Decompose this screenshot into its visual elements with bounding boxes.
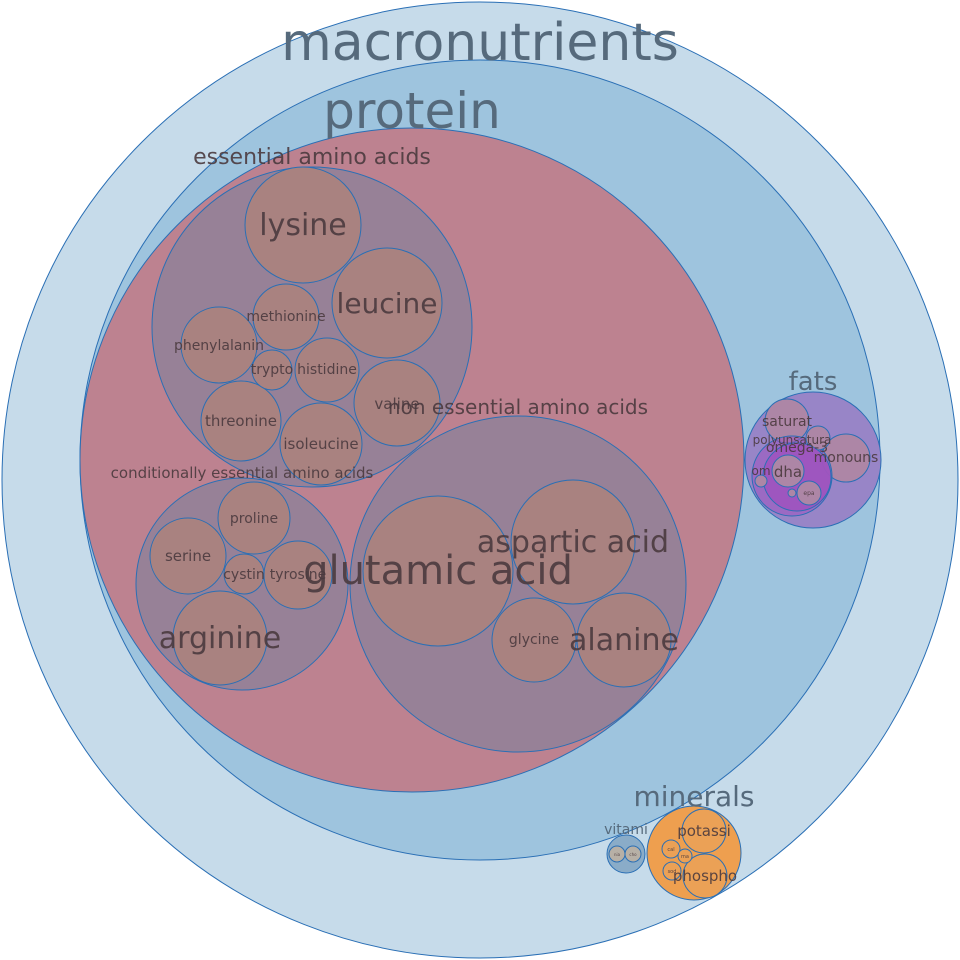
magnesium-label: ma bbox=[681, 854, 689, 860]
dha-bubble bbox=[771, 454, 805, 488]
cystine-label: cystin bbox=[223, 567, 265, 583]
valine-label: valine bbox=[374, 395, 419, 413]
lysine-label: lysine bbox=[259, 208, 347, 243]
alanine-label: alanine bbox=[569, 623, 679, 658]
omega6-bubble bbox=[754, 474, 768, 488]
omega6-label: om bbox=[751, 464, 770, 478]
serine-label: serine bbox=[165, 547, 211, 565]
threonine-bubble bbox=[200, 380, 282, 462]
histidine-label: histidine bbox=[297, 362, 357, 378]
serine-bubble bbox=[149, 517, 227, 595]
histidine-bubble bbox=[294, 337, 360, 403]
arginine-bubble bbox=[172, 590, 268, 686]
cystine-bubble bbox=[223, 553, 265, 595]
phenylalanine-label: phenylalanin bbox=[174, 338, 264, 354]
vitamins-label: vitami bbox=[604, 822, 648, 838]
saturated-label: saturat bbox=[762, 414, 813, 430]
potassium-label: potassi bbox=[677, 822, 731, 840]
epa-label: epa bbox=[803, 490, 815, 497]
alanine-bubble bbox=[576, 592, 672, 688]
choline-label: cho bbox=[629, 852, 637, 857]
macronutrients-label: macronutrients bbox=[281, 13, 679, 73]
aspartic-acid-label: aspartic acid bbox=[477, 525, 669, 560]
isoleucine-bubble bbox=[279, 402, 363, 486]
tyrosine-label: tyrosine bbox=[270, 567, 326, 583]
sodium-label: sod bbox=[668, 869, 677, 875]
leucine-label: leucine bbox=[337, 287, 438, 320]
epa-bubble bbox=[796, 480, 822, 506]
sodium-bubble bbox=[662, 861, 682, 881]
lysine-bubble bbox=[244, 166, 362, 284]
calcium-label: cal bbox=[667, 847, 674, 853]
threonine-label: threonine bbox=[205, 412, 277, 430]
phosphorus-label: phospho bbox=[673, 867, 737, 885]
calcium-bubble bbox=[661, 839, 681, 859]
isoleucine-label: isoleucine bbox=[283, 435, 358, 453]
polyunsaturated-label: polyunsatura bbox=[753, 433, 832, 447]
proline-bubble bbox=[217, 481, 291, 555]
tryptophan-label: trypto bbox=[251, 362, 293, 378]
glutamic-acid-label: glutamic acid bbox=[303, 548, 573, 594]
protein-label: protein bbox=[323, 82, 501, 140]
glycine-bubble bbox=[491, 597, 577, 683]
niacin-label: nia bbox=[614, 852, 621, 857]
minerals-label: minerals bbox=[633, 780, 754, 813]
magnesium-bubble bbox=[677, 848, 693, 864]
omega-tiny-bubble bbox=[787, 488, 797, 498]
proline-label: proline bbox=[230, 511, 278, 527]
arginine-label: arginine bbox=[159, 621, 281, 656]
non-essential-label: non essential amino acids bbox=[388, 395, 648, 419]
conditionally-label: conditionally essential amino acids bbox=[111, 464, 374, 482]
methionine-label: methionine bbox=[246, 309, 325, 325]
omega3-label: omega-3 bbox=[766, 440, 828, 456]
leucine-bubble bbox=[331, 247, 443, 359]
tryptophan-bubble bbox=[251, 349, 293, 391]
glutamic-acid-bubble bbox=[362, 495, 514, 647]
choline-bubble bbox=[624, 845, 642, 863]
monounsaturated-label: monouns bbox=[814, 450, 879, 466]
dha-label: dha bbox=[774, 463, 802, 481]
glycine-label: glycine bbox=[509, 632, 559, 648]
valine-bubble bbox=[353, 359, 441, 447]
phosphorus-bubble bbox=[682, 853, 728, 899]
aspartic-acid-bubble bbox=[510, 479, 636, 605]
potassium-bubble bbox=[681, 808, 727, 854]
phenylalanine-bubble bbox=[180, 306, 258, 384]
methionine-bubble bbox=[252, 283, 320, 351]
fats-label: fats bbox=[789, 367, 838, 397]
essential-label: essential amino acids bbox=[193, 145, 431, 170]
